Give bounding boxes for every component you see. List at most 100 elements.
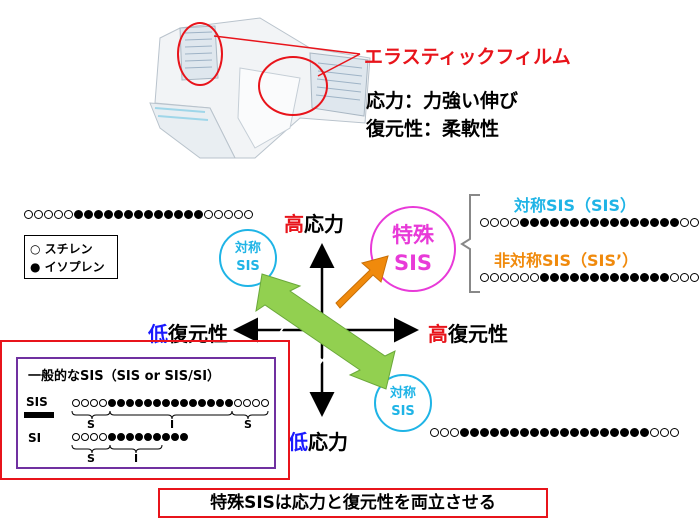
isoprene-bead — [620, 273, 629, 282]
axis-label-high-stress: 高応力 — [284, 212, 344, 236]
chain-asymmetric-right — [480, 273, 700, 282]
isoprene-bead — [171, 399, 179, 407]
general-sis-inner-box: 一般的なSIS（SIS or SIS/SI） SIS SI S I S S I — [16, 357, 276, 469]
styrene-bead — [430, 428, 439, 437]
isoprene-bead — [520, 428, 529, 437]
isoprene-bead — [560, 218, 569, 227]
isoprene-bead — [153, 399, 161, 407]
symmetric-sis-label: 対称SIS（SIS） — [514, 196, 637, 215]
isoprene-bead — [660, 273, 669, 282]
axis-label-low-stress: 低応力 — [288, 430, 348, 454]
styrene-bead — [530, 273, 539, 282]
isoprene-bead — [570, 218, 579, 227]
isoprene-bead — [550, 218, 559, 227]
styrene-bead — [670, 273, 679, 282]
isoprene-bead — [162, 399, 170, 407]
chain-general-sis — [72, 399, 269, 407]
isoprene-bead — [194, 210, 203, 219]
isoprene-bead — [600, 273, 609, 282]
styrene-bead — [480, 218, 489, 227]
isoprene-bead — [144, 210, 153, 219]
isoprene-bead — [610, 273, 619, 282]
styrene-bead — [510, 218, 519, 227]
styrene-bead — [224, 210, 233, 219]
styrene-bead — [90, 399, 98, 407]
isoprene-bead — [660, 218, 669, 227]
axis-label-high-recovery: 高復元性 — [428, 322, 508, 346]
film-label: エラスティックフィルム — [364, 46, 571, 68]
chain-symmetric-right — [480, 218, 700, 227]
isoprene-bead — [216, 399, 224, 407]
segment-s-left: S — [87, 418, 95, 431]
segment-braces — [71, 410, 269, 454]
isoprene-bead — [124, 210, 133, 219]
isoprene-bead — [144, 433, 152, 441]
isoprene-bead — [74, 210, 83, 219]
isoprene-bead — [189, 399, 197, 407]
legend-box: ○ スチレン ● イソプレン — [24, 235, 118, 279]
isoprene-bead — [184, 210, 193, 219]
isoprene-bead — [530, 218, 539, 227]
styrene-bead — [234, 210, 243, 219]
segment-s-si: S — [87, 452, 95, 465]
styrene-bead — [44, 210, 53, 219]
isoprene-bead — [650, 273, 659, 282]
conclusion-box: 特殊SISは応力と復元性を両立させる — [158, 488, 548, 518]
segment-s-right: S — [244, 418, 252, 431]
isoprene-bead — [630, 273, 639, 282]
styrene-bead — [680, 218, 689, 227]
segment-i: I — [170, 418, 175, 431]
styrene-bead — [510, 273, 519, 282]
sis-swatch — [24, 412, 54, 418]
isoprene-bead — [84, 210, 93, 219]
isoprene-bead — [180, 433, 188, 441]
styrene-bead — [490, 218, 499, 227]
isoprene-bead — [460, 428, 469, 437]
isoprene-bead — [600, 218, 609, 227]
film-highlight-left — [177, 22, 223, 86]
isoprene-bead — [94, 210, 103, 219]
styrene-bead — [24, 210, 33, 219]
isoprene-bead — [640, 273, 649, 282]
styrene-bead — [204, 210, 213, 219]
isoprene-bead — [640, 428, 649, 437]
isoprene-bead — [153, 433, 161, 441]
isoprene-bead — [550, 428, 559, 437]
axis-label-low-recovery: 低復元性 — [148, 322, 228, 346]
isoprene-bead — [500, 428, 509, 437]
styrene-bead — [99, 399, 107, 407]
legend-isoprene: ● イソプレン — [30, 260, 105, 274]
styrene-bead — [660, 428, 669, 437]
isoprene-bead — [570, 273, 579, 282]
isoprene-bead — [135, 399, 143, 407]
styrene-bead — [680, 273, 689, 282]
styrene-bead — [690, 218, 699, 227]
styrene-bead — [440, 428, 449, 437]
stress-description: 応力：力強い伸び — [366, 90, 519, 112]
styrene-bead — [520, 273, 529, 282]
styrene-bead — [480, 273, 489, 282]
isoprene-bead — [590, 218, 599, 227]
isoprene-bead — [108, 433, 116, 441]
styrene-bead — [252, 399, 260, 407]
styrene-bead — [54, 210, 63, 219]
styrene-bead — [690, 273, 699, 282]
recovery-description: 復元性：柔軟性 — [366, 118, 500, 140]
styrene-bead — [34, 210, 43, 219]
isoprene-bead — [620, 218, 629, 227]
isoprene-bead — [225, 399, 233, 407]
isoprene-bead — [174, 210, 183, 219]
styrene-bead — [261, 399, 269, 407]
styrene-bead — [490, 273, 499, 282]
isoprene-bead — [580, 273, 589, 282]
asymmetric-sis-label: 非対称SIS（SIS’） — [494, 251, 639, 270]
isoprene-bead — [590, 273, 599, 282]
isoprene-bead — [620, 428, 629, 437]
isoprene-bead — [164, 210, 173, 219]
isoprene-bead — [640, 218, 649, 227]
isoprene-bead — [470, 428, 479, 437]
styrene-bead — [670, 428, 679, 437]
